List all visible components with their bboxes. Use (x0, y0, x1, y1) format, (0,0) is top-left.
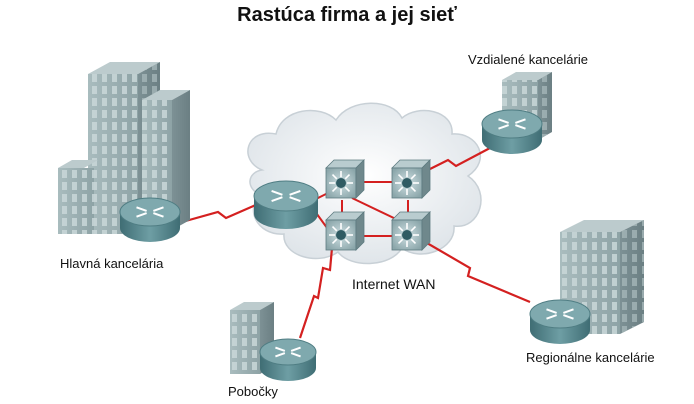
link-remote-office (423, 147, 491, 173)
label-remote-offices: Vzdialené kancelárie (468, 52, 588, 67)
label-branches: Pobočky (228, 384, 278, 399)
router-arrows-icon (546, 308, 574, 320)
label-head-office: Hlavná kancelária (60, 256, 164, 271)
multilayer-switch-icon (391, 211, 431, 251)
router-arrows-icon (498, 118, 526, 130)
router-arrows-icon (275, 346, 301, 358)
link-head-office (181, 202, 259, 224)
router-icon (119, 197, 181, 242)
multilayer-switch-icon (325, 159, 365, 199)
router-arrows-icon (136, 206, 164, 218)
router-icon (259, 338, 317, 381)
multilayer-switch-icon (391, 159, 431, 199)
router-icon (529, 299, 591, 344)
link-branches (298, 247, 334, 339)
router-icon (481, 109, 543, 154)
router-arrows-icon (271, 190, 301, 202)
multilayer-switch-icon (325, 211, 365, 251)
diagram-title: Rastúca firma a jej sieť (237, 4, 457, 26)
link-regional (407, 231, 531, 304)
label-regional-offices: Regionálne kancelárie (526, 350, 655, 365)
router-icon (253, 180, 319, 229)
wan-links (181, 147, 531, 339)
label-internet-wan: Internet WAN (352, 276, 436, 292)
